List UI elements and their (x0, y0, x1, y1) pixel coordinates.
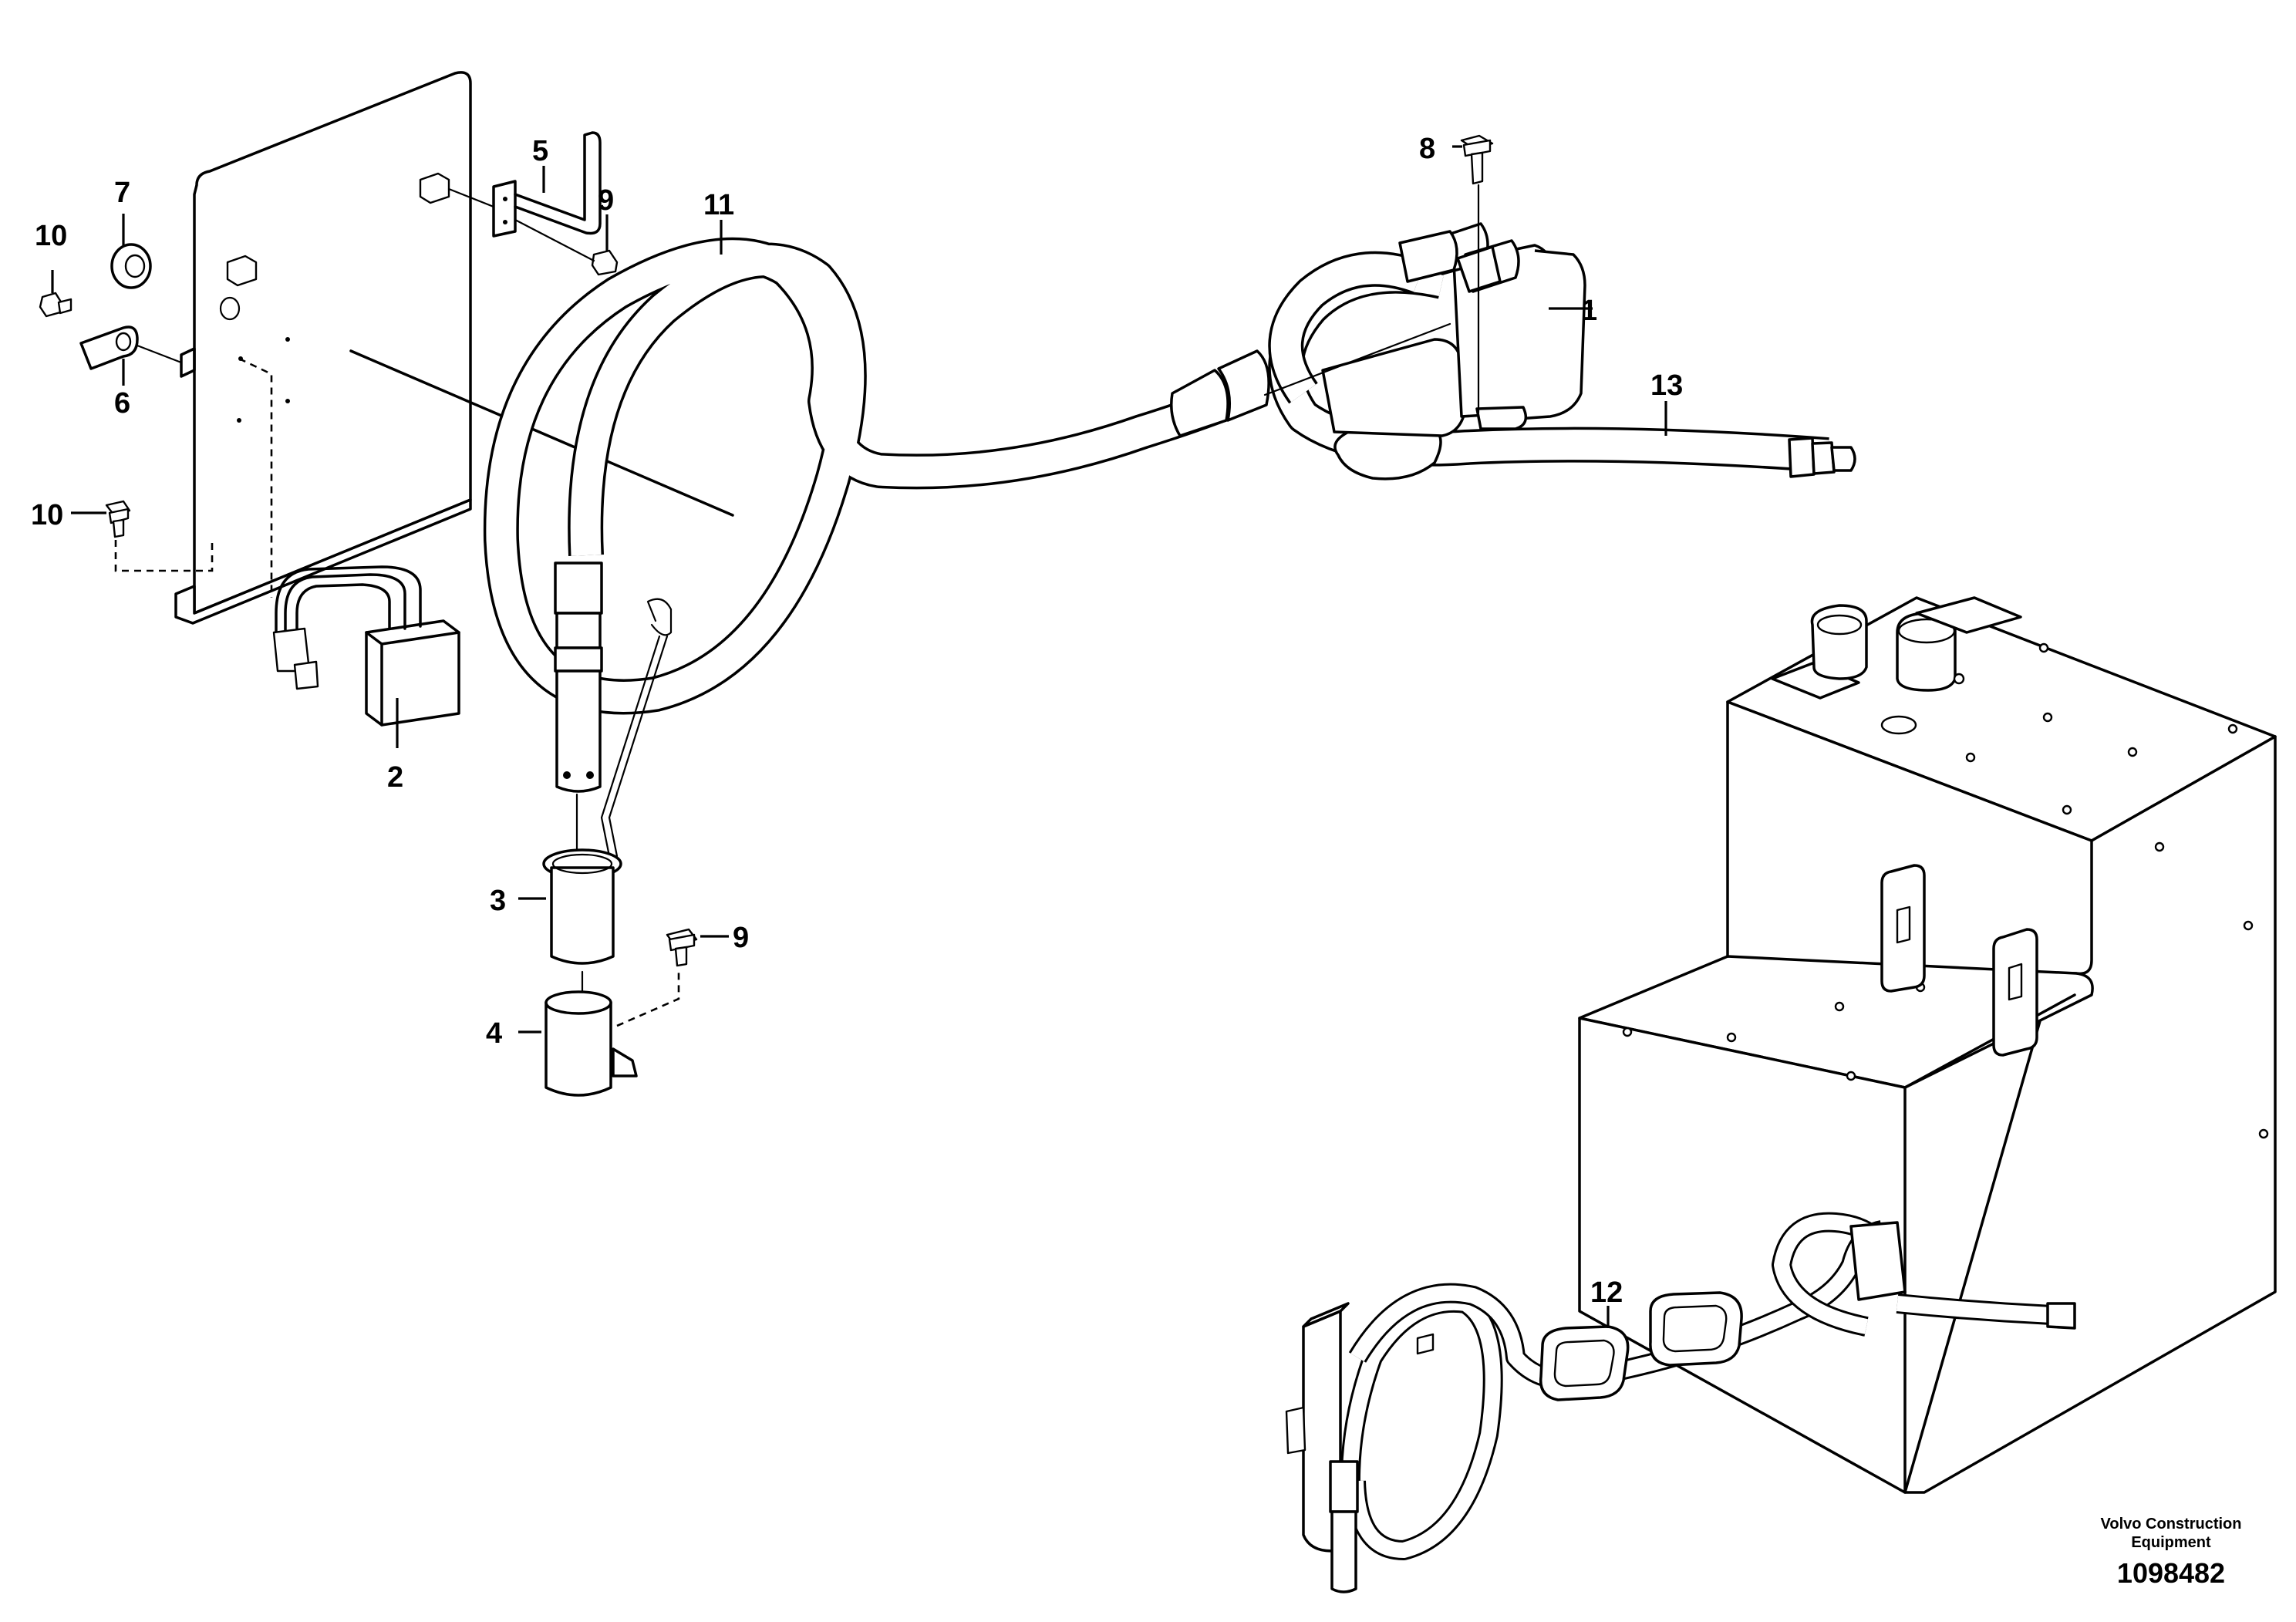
callout-7: 7 (114, 177, 130, 209)
tank-rivets (1622, 642, 2269, 1139)
bolt-upper (514, 218, 619, 276)
callout-2: 2 (387, 761, 403, 794)
callout-1: 1 (1581, 295, 1597, 327)
document-number: 1098482 (2117, 1557, 2225, 1589)
callout-6: 6 (114, 387, 130, 420)
callout-10-upper: 10 (35, 220, 67, 252)
assembled-hose (1285, 1212, 2076, 1593)
cable-clamp (79, 325, 183, 370)
grommet (110, 243, 152, 289)
callout-10-lower: 10 (31, 499, 63, 531)
callout-3: 3 (490, 885, 506, 917)
footer-branding: Volvo Construction Equipment 1098482 (2101, 1516, 2242, 1589)
plate-to-hose-guide-line (349, 349, 734, 517)
callout-9-lower: 9 (733, 922, 749, 954)
callout-leaders (51, 145, 1667, 1328)
company-name-line1: Volvo Construction (2101, 1516, 2242, 1533)
hose-bracket (447, 131, 602, 238)
callout-9-upper: 9 (598, 184, 614, 217)
company-name-line2: Equipment (2131, 1534, 2211, 1551)
callout-4: 4 (486, 1017, 502, 1050)
callout-13: 13 (1650, 369, 1683, 402)
callout-12: 12 (1590, 1276, 1623, 1309)
callout-8: 8 (1419, 133, 1435, 165)
screw-upper (39, 292, 72, 318)
fuel-hose-coil (483, 237, 1270, 858)
nozzle-sleeve (542, 848, 622, 996)
callout-5: 5 (532, 135, 548, 167)
fuel-pump (1263, 184, 1856, 481)
screw-lower (105, 500, 131, 538)
relay-box (272, 565, 460, 727)
nozzle-holder (544, 968, 680, 1097)
bolt-8 (1460, 134, 1494, 185)
callout-11: 11 (703, 189, 734, 221)
bolt-lower (666, 928, 698, 967)
callout-labels: 1 2 3 4 5 6 7 8 9 9 10 10 11 12 13 (31, 133, 1683, 1309)
mounting-plate (114, 71, 472, 625)
